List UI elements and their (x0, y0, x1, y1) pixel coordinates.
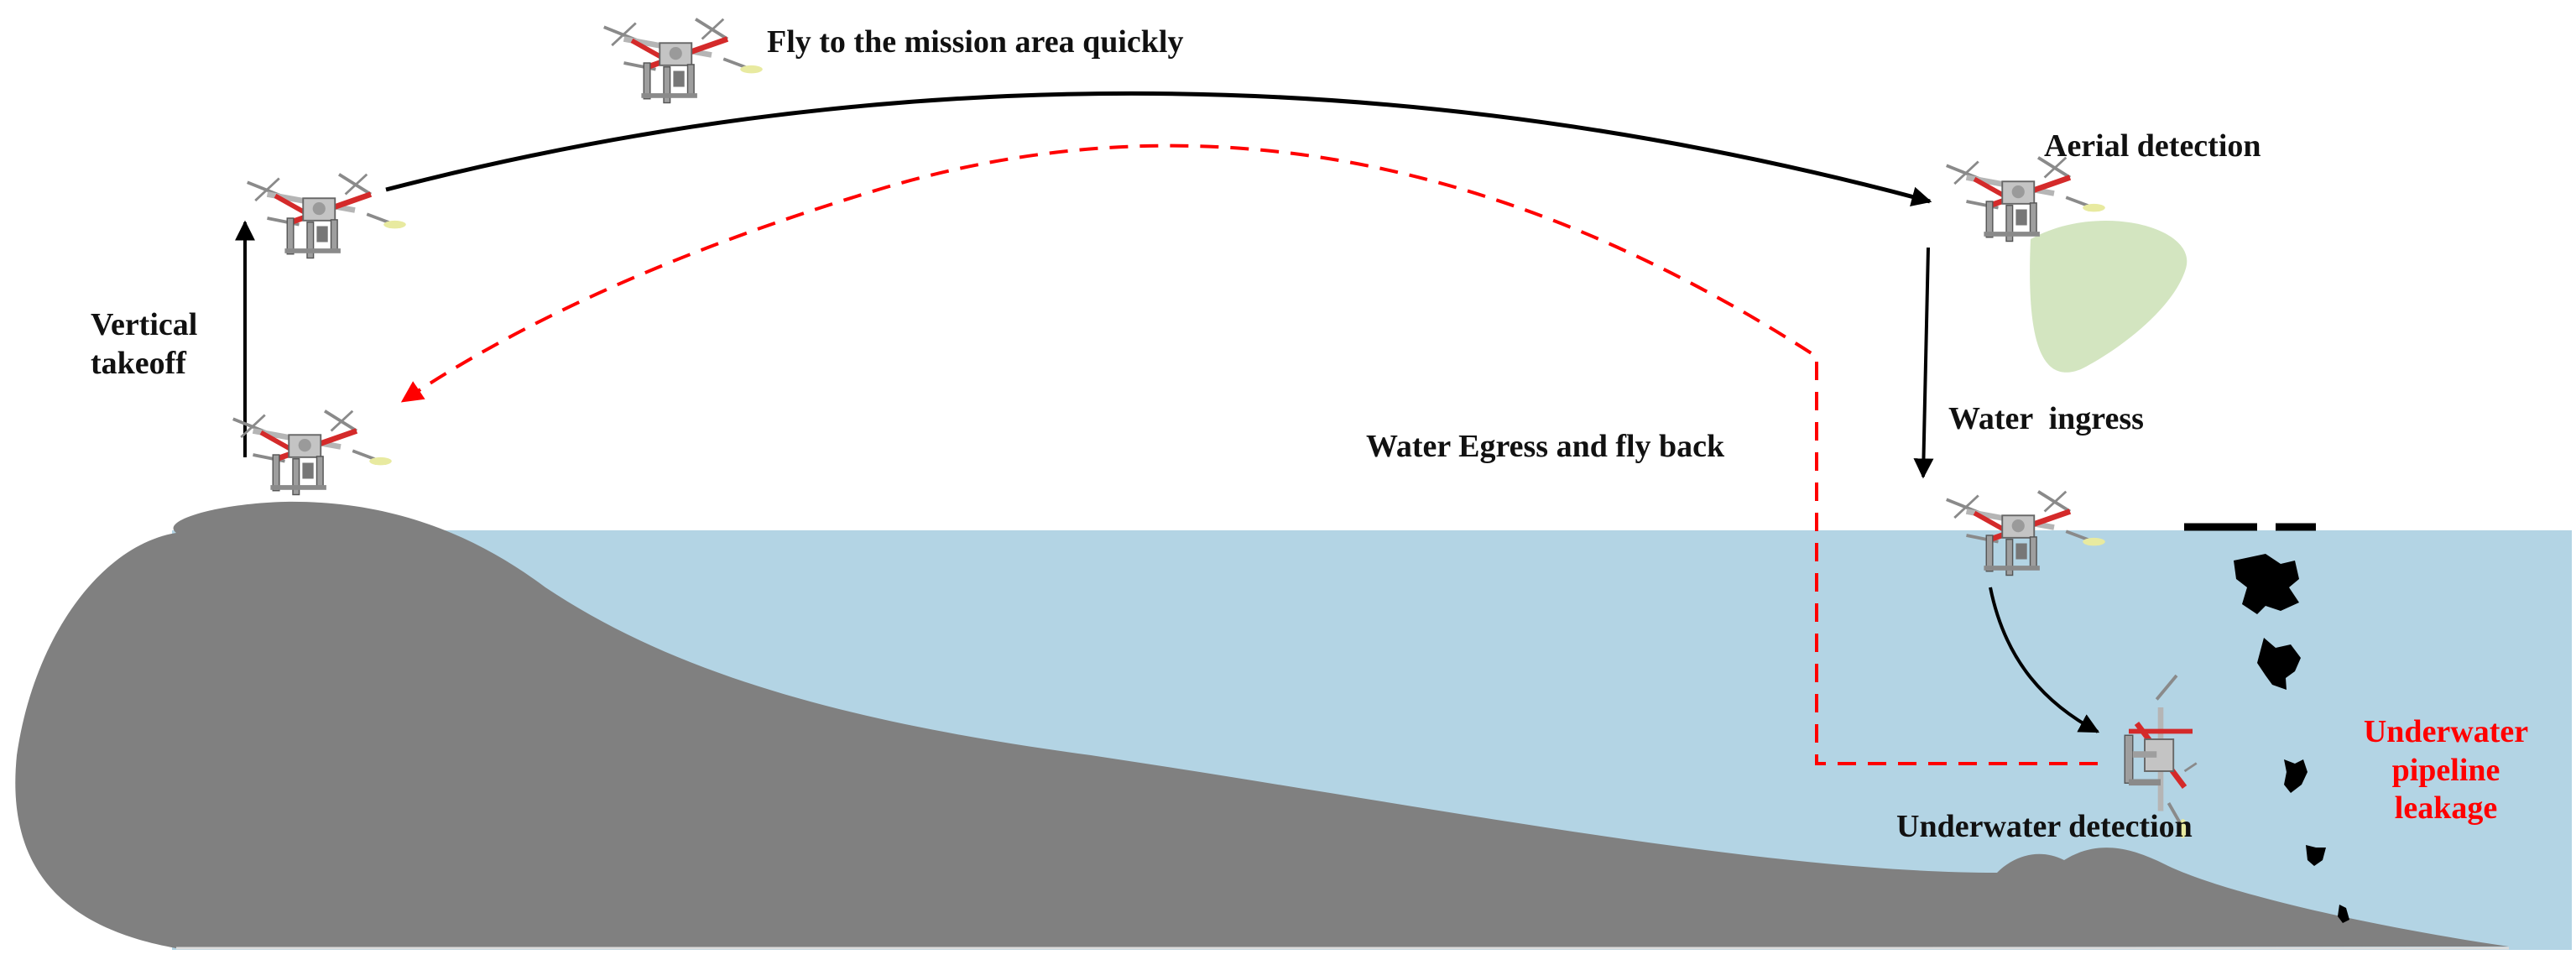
oil-leak-blobs (2234, 554, 2349, 923)
terrain-shore-seabed (173, 501, 2510, 948)
label-leak-line-1: Underwater (2363, 714, 2529, 749)
aerial-detection-cone (2030, 220, 2188, 373)
label-leak-line-2: pipeline (2391, 752, 2500, 788)
fly-to-mission-arrow (385, 91, 1932, 206)
label-fly-to-mission: Fly to the mission area quickly (767, 24, 1184, 60)
label-vertical-line-1: Vertical (91, 307, 198, 342)
label-leak-line-3: leakage (2394, 790, 2498, 827)
dive-arrow (1989, 587, 2100, 733)
water-ingress-arrow (1913, 247, 1934, 479)
quadrotor-drone-icon (233, 411, 392, 495)
label-pipeline-leakage: Underwater pipeline leakage (2333, 713, 2559, 828)
quadrotor-drone-icon (604, 19, 763, 103)
label-water-ingress: Water ingress (1948, 401, 2144, 436)
hill-left-face (15, 533, 177, 948)
label-vertical-line-2: takeoff (91, 345, 186, 381)
quadrotor-drone-icon (248, 175, 406, 258)
label-aerial-detection: Aerial detection (2044, 128, 2261, 164)
oil-blob-3 (2284, 759, 2307, 793)
oil-blob-5 (2338, 905, 2349, 923)
oil-blob-2 (2257, 638, 2301, 690)
label-underwater-detection: Underwater detection (1896, 809, 2193, 844)
label-water-egress: Water Egress and fly back (1366, 429, 1725, 464)
label-vertical-takeoff: Vertical takeoff (91, 306, 197, 383)
return-path-arrow (400, 143, 2098, 765)
oil-blob-4 (2306, 845, 2326, 866)
oil-blob-1 (2234, 554, 2299, 614)
